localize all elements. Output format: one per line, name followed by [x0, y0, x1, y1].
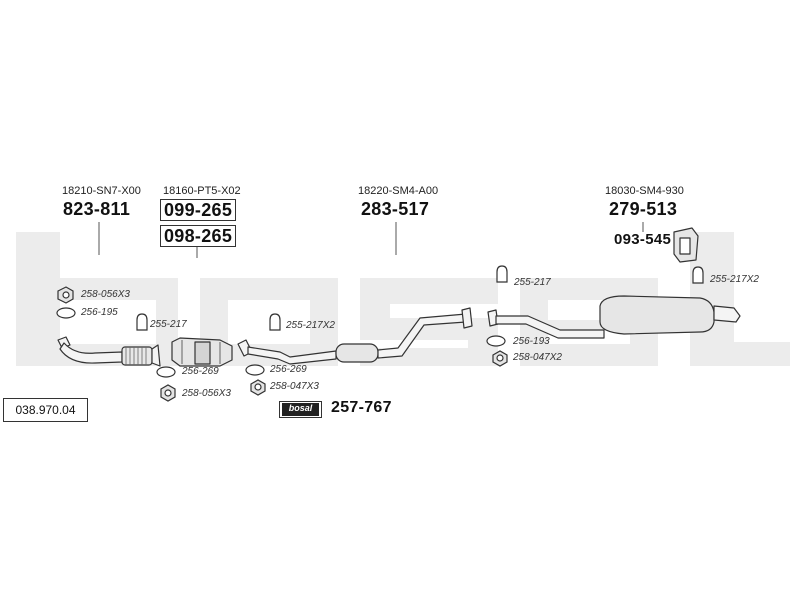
mount-bracket [673, 227, 699, 263]
bosal-badge: bosal [279, 401, 322, 418]
bosal-badge-text: bosal [282, 403, 319, 416]
accessory-label: 258-047X3 [270, 381, 319, 392]
accessory-label: 255-217X2 [710, 274, 759, 285]
mount-part-number: 093-545 [614, 231, 672, 248]
oem-number: 18220-SM4-A00 [358, 185, 439, 197]
middle-pipe [237, 307, 473, 365]
gasket-icon [245, 364, 265, 376]
accessory-label: 258-056X3 [182, 388, 231, 399]
accessory-label: 255-217 [150, 319, 187, 330]
oem-number: 18160-PT5-X02 [163, 185, 241, 197]
part-number-boxed: 099-265 [160, 199, 237, 221]
part-number: 823-811 [63, 199, 131, 219]
part-number: 283-517 [361, 199, 430, 219]
part-number-boxed: 098-265 [160, 225, 237, 247]
oem-number: 18030-SM4-930 [605, 185, 684, 197]
catalog-number: 038.970.04 [3, 398, 88, 422]
clamp-icon [692, 266, 704, 284]
accessory-label: 258-047X2 [513, 352, 562, 363]
accessory-label: 256-195 [81, 307, 118, 318]
rear-silencer [487, 295, 741, 339]
fitting-kit-number: 257-767 [331, 399, 392, 416]
gasket-icon [486, 335, 506, 347]
accessory-label: 256-269 [270, 364, 307, 375]
part-number: 279-513 [609, 199, 678, 219]
oem-number: 18210-SN7-X00 [62, 185, 141, 197]
accessory-label: 255-217 [514, 277, 551, 288]
clamp-icon [136, 313, 148, 331]
accessory-label: 256-269 [182, 366, 219, 377]
accessory-label: 258-056X3 [81, 289, 130, 300]
gasket-icon [56, 307, 76, 319]
clamp-icon [496, 265, 508, 283]
catalytic-converter [171, 337, 233, 367]
accessory-label: 256-193 [513, 336, 550, 347]
front-pipe [57, 336, 161, 367]
clamp-icon [269, 313, 281, 331]
accessory-label: 255-217X2 [286, 320, 335, 331]
gasket-icon [156, 366, 176, 378]
